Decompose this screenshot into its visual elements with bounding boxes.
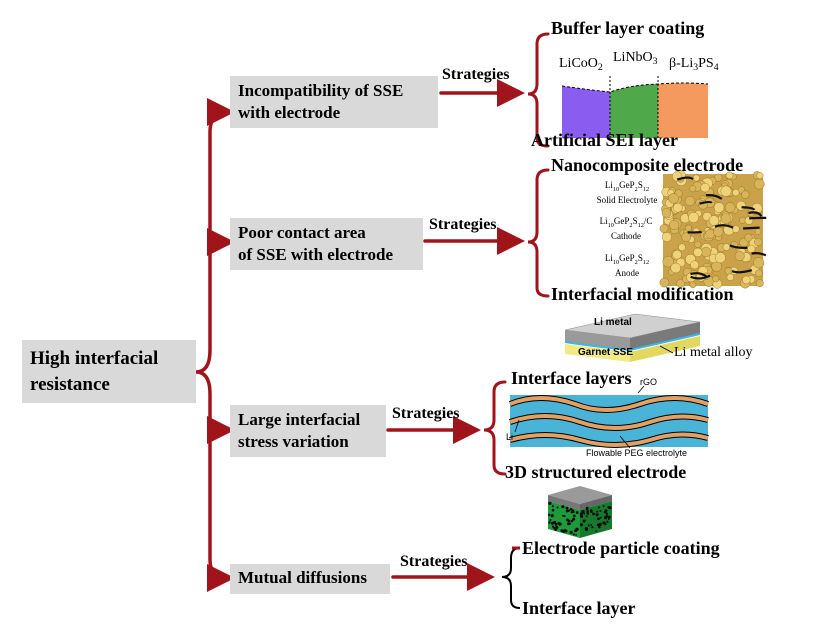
interface-layers-figure bbox=[508, 385, 710, 449]
label-anode: Li10GeP2S12 Anode bbox=[604, 253, 650, 278]
label-rgo: rGO bbox=[640, 377, 657, 387]
label-li: Li bbox=[506, 432, 514, 442]
category-line-2: of SSE with electrode bbox=[238, 245, 394, 264]
label-linbo3: LiNbO3 bbox=[613, 50, 658, 67]
option-nanocomposite: Nanocomposite electrode bbox=[551, 155, 744, 175]
label-peg-electrolyte: Flowable PEG electrolyte bbox=[586, 448, 688, 458]
option-interface-layer: Interface layer bbox=[522, 598, 636, 618]
category-line-2: stress variation bbox=[238, 432, 349, 451]
root-line-1: High interfacial bbox=[30, 348, 159, 369]
li-metal-slab-figure bbox=[564, 313, 701, 362]
category-line-1: Mutual diffusions bbox=[238, 568, 367, 587]
strategies-label: Strategies bbox=[429, 216, 497, 233]
root-line-2: resistance bbox=[30, 374, 110, 395]
label-li-metal-alloy: Li metal alloy bbox=[674, 345, 753, 360]
category-box-diffusion: Mutual diffusions bbox=[230, 564, 390, 594]
strategies-label: Strategies bbox=[400, 553, 468, 570]
strategies-label: Strategies bbox=[392, 405, 460, 422]
sub-brace-2 bbox=[527, 168, 550, 298]
sub-brace-3 bbox=[483, 380, 507, 476]
label-garnet-sse: Garnet SSE bbox=[578, 347, 634, 358]
main-brace bbox=[195, 110, 230, 580]
sub-brace-1 bbox=[527, 32, 550, 148]
root-node: High interfacial resistance bbox=[22, 340, 196, 403]
option-interfacial-modification: Interfacial modification bbox=[551, 284, 734, 304]
category-line-1: Incompatibility of SSE bbox=[238, 81, 404, 100]
category-box-contact-area: Poor contact area of SSE with electrode bbox=[230, 218, 423, 270]
label-solid-electrolyte: Li10GeP2S12 Solid Electrolyte bbox=[596, 180, 658, 205]
nanocomposite-figure bbox=[659, 170, 767, 289]
label-licoo2: LiCoO2 bbox=[559, 56, 603, 73]
option-particle-coating: Electrode particle coating bbox=[522, 538, 720, 558]
label-lips: β-Li3PS4 bbox=[669, 56, 719, 73]
category-box-incompatibility: Incompatibility of SSE with electrode bbox=[230, 76, 438, 128]
buffer-layer-figure bbox=[561, 76, 709, 138]
strategies-label: Strategies bbox=[442, 66, 510, 83]
option-artificial-sei: Artificial SEI layer bbox=[531, 130, 678, 150]
label-cathode: Li10GeP2S12/C Cathode bbox=[599, 216, 653, 241]
category-line-1: Poor contact area bbox=[238, 223, 366, 242]
structured-electrode-figure bbox=[547, 486, 612, 538]
option-buffer-layer: Buffer layer coating bbox=[551, 18, 705, 38]
option-3d-structured: 3D structured electrode bbox=[505, 462, 687, 482]
category-box-stress: Large interfacial stress variation bbox=[230, 405, 386, 457]
category-line-1: Large interfacial bbox=[238, 410, 361, 429]
sub-brace-4 bbox=[501, 547, 521, 609]
electrode-dots bbox=[547, 501, 612, 536]
category-line-2: with electrode bbox=[238, 103, 341, 122]
label-li-metal: Li metal bbox=[594, 317, 632, 328]
option-interface-layers: Interface layers bbox=[511, 368, 632, 388]
